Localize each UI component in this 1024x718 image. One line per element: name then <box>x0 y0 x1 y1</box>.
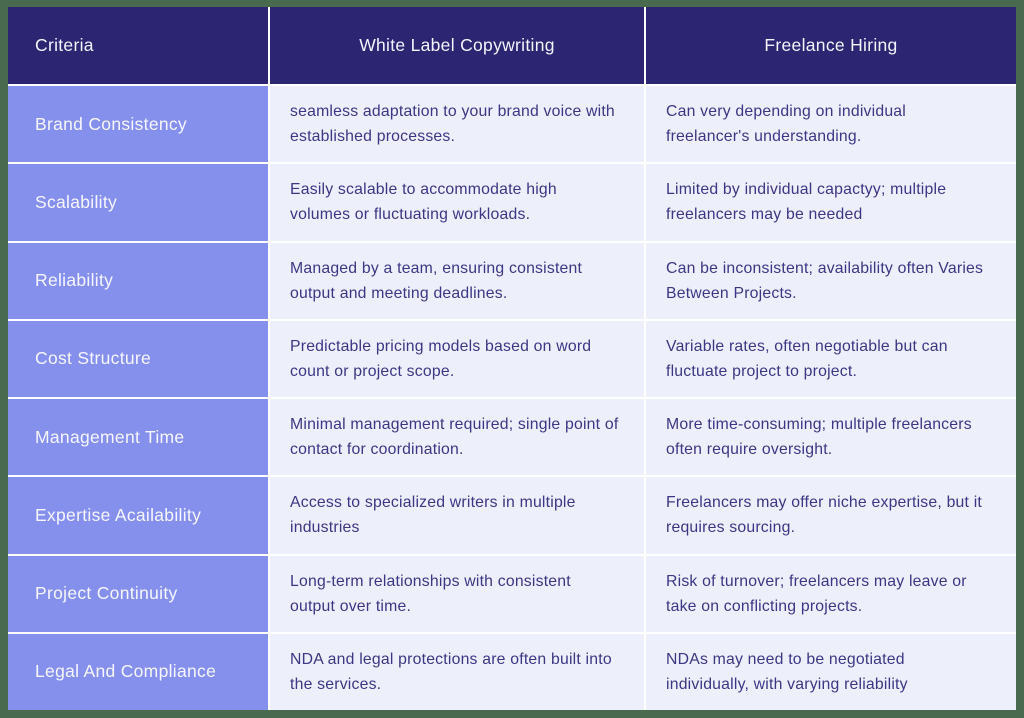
freelance-cell: Variable rates, often negotiable but can… <box>646 320 1016 397</box>
white-label-cell: seamless adaptation to your brand voice … <box>270 86 644 163</box>
freelance-cell: Can very depending on individual freelan… <box>646 86 1016 163</box>
white-label-cell: NDA and legal protections are often buil… <box>270 633 644 710</box>
white-label-cell: Predictable pricing models based on word… <box>270 320 644 397</box>
header-cell-criteria: Criteria <box>8 7 268 84</box>
white-label-cell: Access to specialized writers in multipl… <box>270 477 644 554</box>
criteria-cell: Legal And Compliance <box>8 633 268 710</box>
criteria-cell: Brand Consistency <box>8 86 268 163</box>
freelance-cell: Can be inconsistent; availability often … <box>646 242 1016 319</box>
freelance-cell: NDAs may need to be negotiated individua… <box>646 633 1016 710</box>
comparison-table: Criteria White Label Copywriting Freelan… <box>8 7 1016 710</box>
white-label-cell: Minimal management required; single poin… <box>270 399 644 476</box>
header-cell-freelance: Freelance Hiring <box>646 7 1016 84</box>
criteria-cell: Scalability <box>8 164 268 241</box>
freelance-cell: Risk of turnover; freelancers may leave … <box>646 555 1016 632</box>
freelance-cell: Freelancers may offer niche expertise, b… <box>646 477 1016 554</box>
header-cell-white-label: White Label Copywriting <box>270 7 644 84</box>
white-label-cell: Long-term relationships with consistent … <box>270 555 644 632</box>
criteria-cell: Project Continuity <box>8 555 268 632</box>
criteria-cell: Cost Structure <box>8 320 268 397</box>
freelance-cell: Limited by individual capactyy; multiple… <box>646 164 1016 241</box>
criteria-cell: Management Time <box>8 399 268 476</box>
white-label-cell: Easily scalable to accommodate high volu… <box>270 164 644 241</box>
white-label-cell: Managed by a team, ensuring consistent o… <box>270 242 644 319</box>
criteria-cell: Reliability <box>8 242 268 319</box>
criteria-cell: Expertise Acailability <box>8 477 268 554</box>
freelance-cell: More time-consuming; multiple freelancer… <box>646 399 1016 476</box>
